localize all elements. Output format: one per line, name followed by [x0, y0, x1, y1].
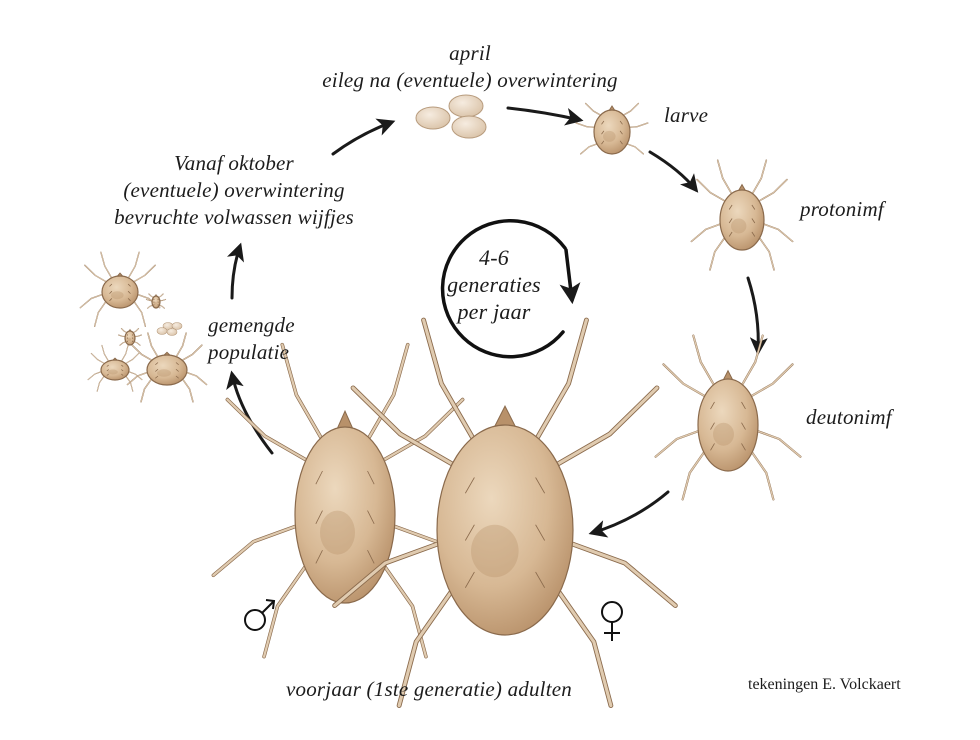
eggs-label-line-1: april [250, 40, 690, 67]
illustrator-credit: tekeningen E. Volckaert [748, 676, 901, 694]
mixed-mite-4 [119, 328, 142, 345]
mixed-mite-3 [88, 345, 142, 391]
arrow-mixed-to-overwinter [232, 246, 240, 298]
larva-mite [576, 103, 647, 154]
generations-per-year-label: 4-6 generaties per jaar [424, 244, 564, 325]
male-symbol-icon [245, 600, 274, 630]
larva-label: larve [664, 102, 708, 129]
eggs-illustration [416, 95, 486, 138]
mixed-label-line-1: gemengde [208, 312, 295, 339]
protonymph-label: protonimf [800, 196, 884, 223]
overwinter-label-line-2: (eventuele) overwintering [84, 177, 384, 204]
protonymph-mite [691, 160, 792, 270]
arrow-eggs-to-larva [508, 108, 580, 120]
mixed-mite-5 [146, 294, 165, 308]
deutonymph-mite [656, 336, 801, 500]
female-symbol-icon [602, 602, 622, 641]
eggs-label-line-2: eileg na (eventuele) overwintering [250, 67, 690, 94]
mixed-egg [167, 329, 177, 336]
center-line-2: generaties [424, 271, 564, 298]
arrow-protonymph-to-deutonymph [748, 278, 758, 352]
mixed-population-label: gemengde populatie [208, 312, 295, 366]
arrow-larva-to-protonymph [650, 152, 696, 190]
center-line-3: per jaar [424, 298, 564, 325]
mixed-label-line-2: populatie [208, 339, 295, 366]
overwinter-label-line-1: Vanaf oktober [84, 150, 384, 177]
arrow-adults-to-mixed [232, 374, 272, 453]
arrow-deutonymph-to-adults [592, 492, 668, 533]
mixed-mite-2 [127, 333, 206, 402]
deutonymph-label: deutonimf [806, 404, 892, 431]
eggs-label: april eileg na (eventuele) overwintering [250, 40, 690, 94]
mixed-mite-1 [80, 252, 159, 326]
center-line-1: 4-6 [424, 244, 564, 271]
adults-label: voorjaar (1ste generatie) adulten [286, 676, 572, 703]
mixed-egg [157, 328, 167, 335]
overwinter-label: Vanaf oktober (eventuele) overwintering … [84, 150, 384, 231]
overwinter-label-line-3: bevruchte volwassen wijfjes [84, 204, 384, 231]
